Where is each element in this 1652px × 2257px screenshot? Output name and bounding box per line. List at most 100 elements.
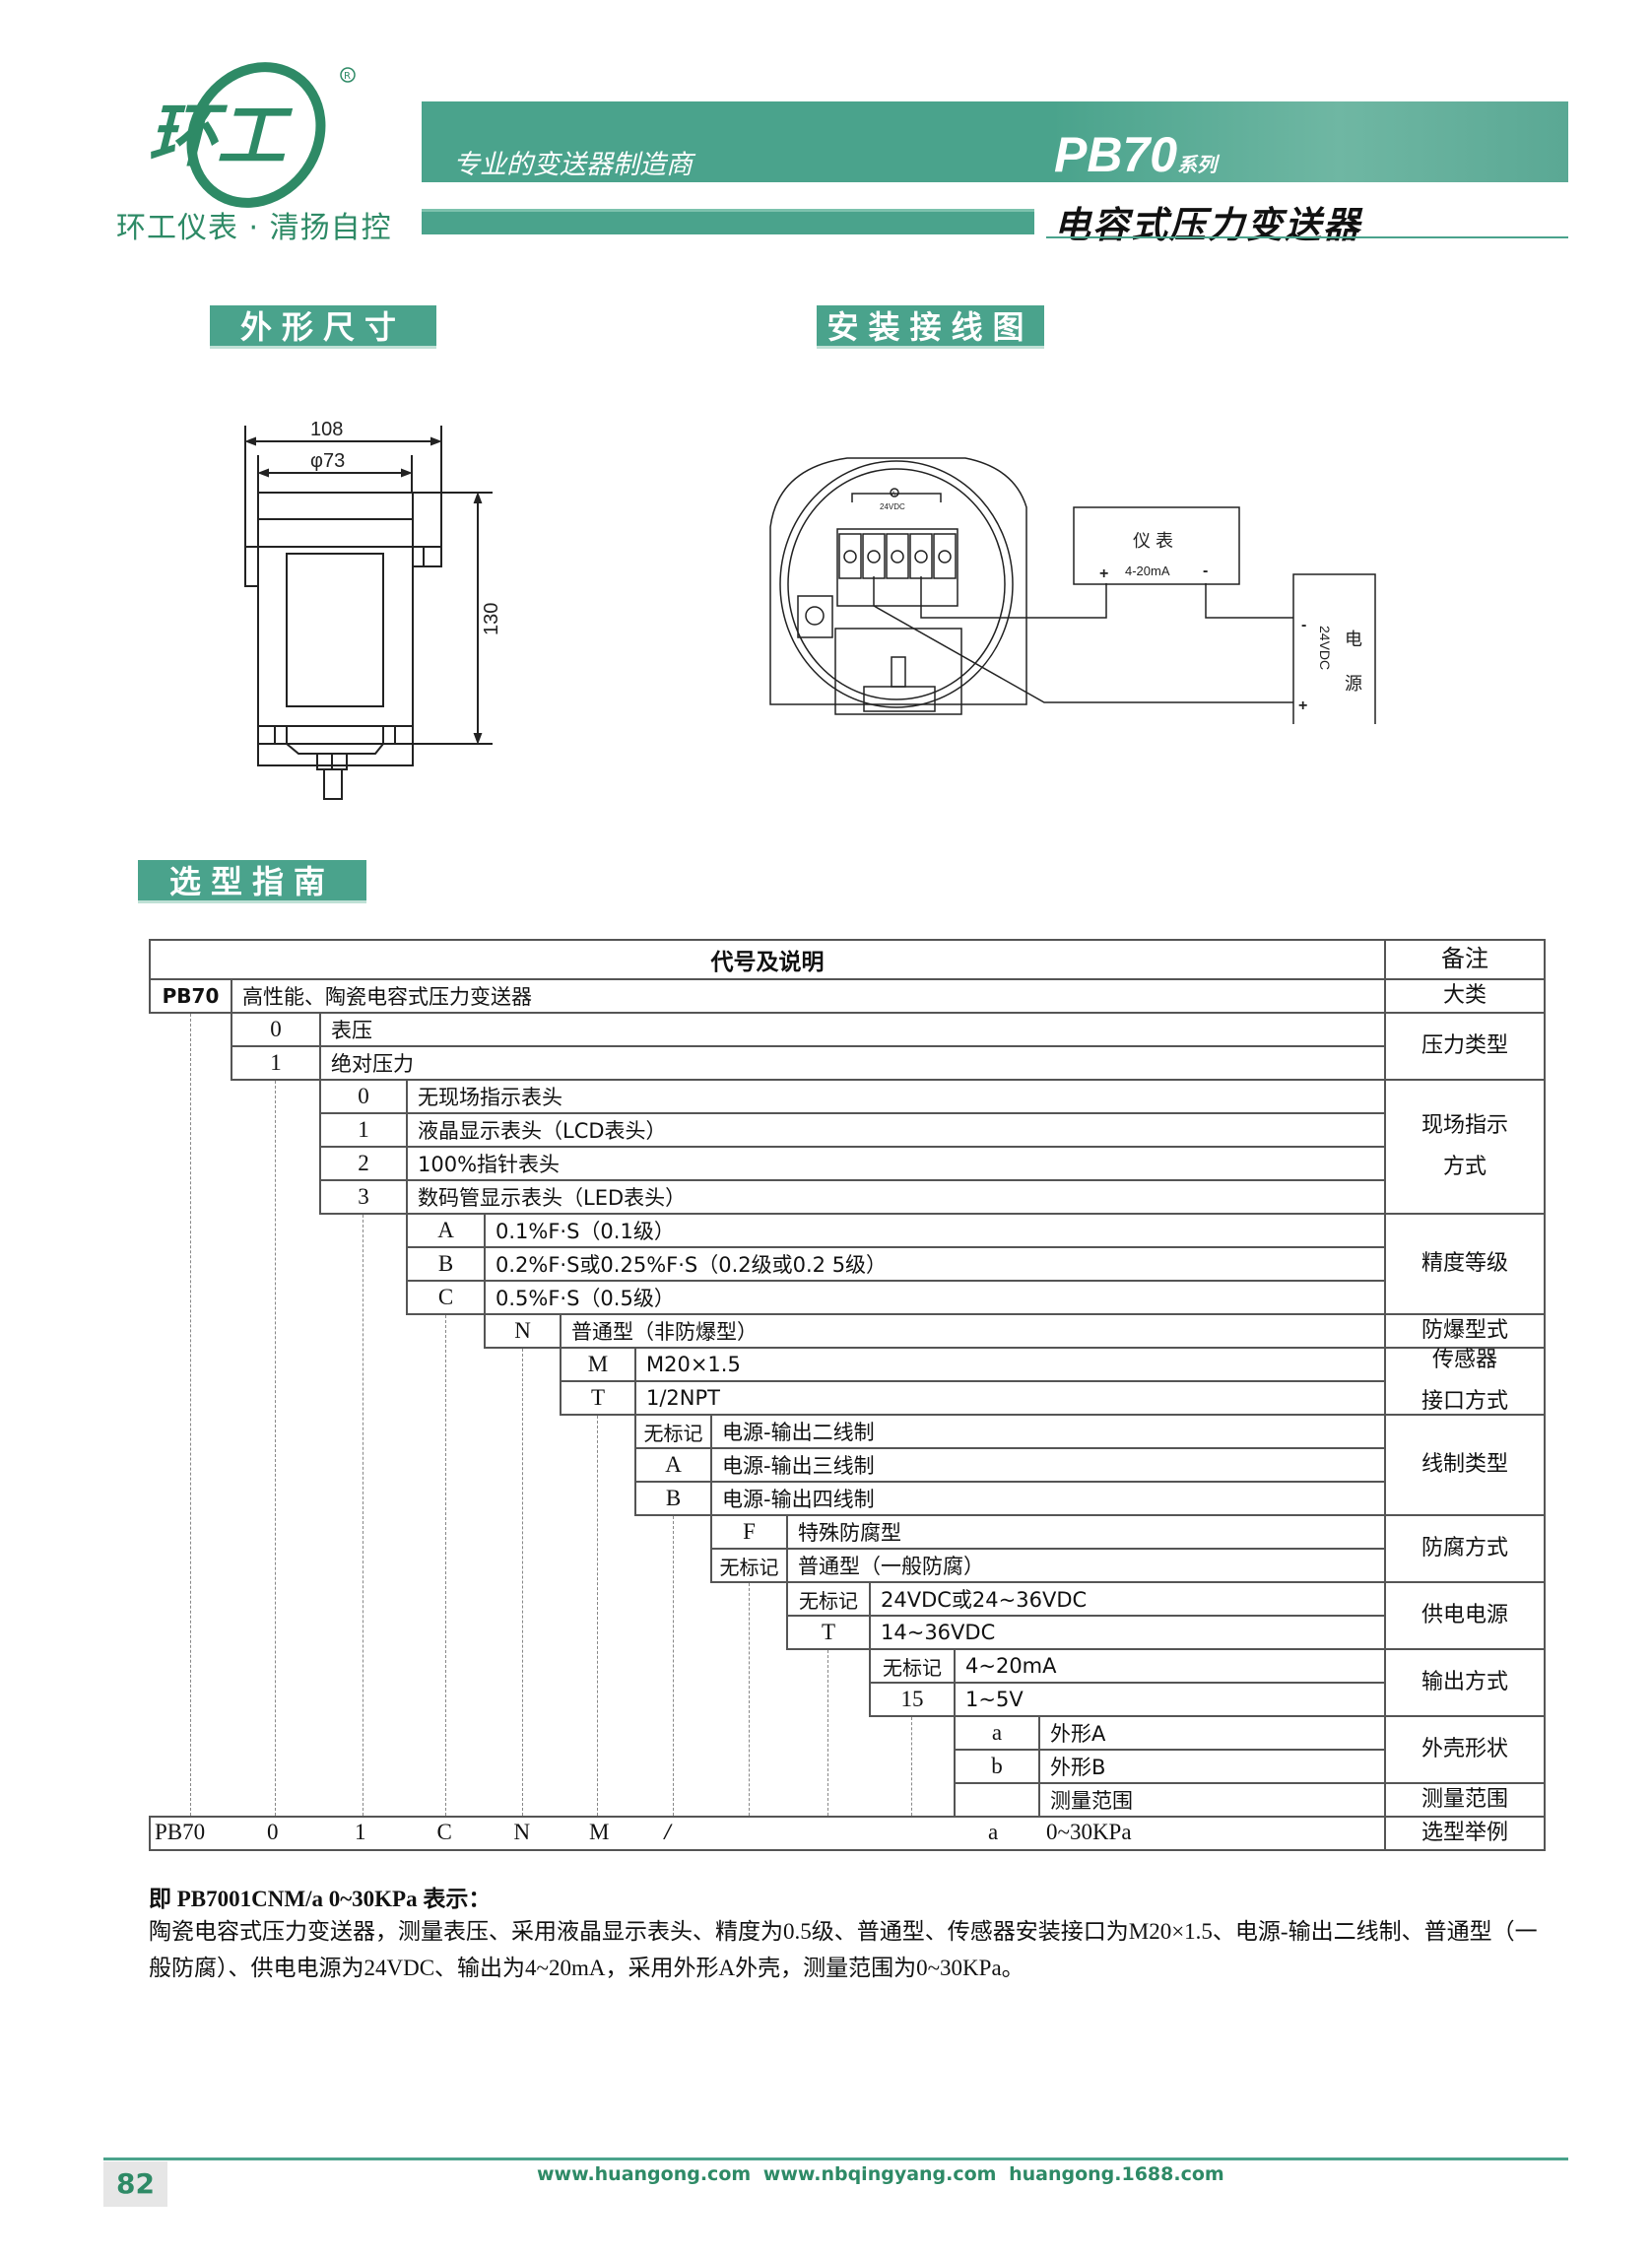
remark-cell: 线制类型 [1384, 1414, 1546, 1516]
guide-line [189, 1014, 191, 1816]
example-value: 1 [355, 1820, 366, 1844]
example-value: PB70 [155, 1820, 206, 1844]
option-code: 无标记 [869, 1648, 956, 1684]
option-description: 14~36VDC [869, 1615, 1386, 1650]
terminal-block [838, 533, 957, 579]
remark-cell: 大类 [1384, 978, 1546, 1014]
guide-line [827, 1650, 828, 1816]
guide-line [521, 1349, 523, 1816]
option-description: 普通型（一般防腐） [786, 1548, 1386, 1583]
guide-line [911, 1717, 912, 1816]
option-code: M [560, 1347, 636, 1382]
header-banner [422, 101, 1568, 182]
option-description: 1~5V [954, 1682, 1386, 1717]
series-suffix: 系列 [1177, 153, 1218, 176]
guide-line [672, 1516, 674, 1816]
example-value: / [664, 1820, 671, 1844]
section-dimensions: 外形尺寸 [210, 305, 436, 349]
power-label-1: 电 [1345, 630, 1362, 649]
option-code: 0 [319, 1079, 408, 1114]
option-code: PB70 [149, 978, 232, 1014]
option-code: C [406, 1280, 486, 1315]
table-header-main: 代号及说明 [149, 939, 1386, 980]
remark-cell: 精度等级 [1384, 1213, 1546, 1315]
example-value: M [589, 1820, 610, 1844]
remark-cell: 选型举例 [1384, 1816, 1546, 1851]
option-description: 4~20mA [954, 1648, 1386, 1684]
series-label: PB70系列 [1054, 126, 1217, 183]
option-code: 无标记 [786, 1581, 871, 1617]
option-description: 绝对压力 [319, 1045, 1386, 1081]
example-value: a [988, 1820, 999, 1844]
option-description: 无现场指示表头 [406, 1079, 1386, 1114]
example-value: C [436, 1820, 452, 1844]
option-code: 1 [231, 1045, 321, 1081]
dimension-drawing: 108 φ73 130 [244, 419, 502, 800]
guide-line [597, 1416, 598, 1816]
ammeter-symbol: A [892, 492, 895, 498]
slogan: 专业的变送器制造商 [453, 150, 693, 180]
power-label-2: 源 [1345, 674, 1362, 694]
meter-minus: - [1203, 563, 1208, 579]
meter-signal-label: 4-20mA [1125, 564, 1170, 578]
remark-cell: 传感器 接口方式 [1384, 1347, 1546, 1416]
option-description: 外形B [1038, 1749, 1386, 1784]
product-title: 电容式压力变送器 [1054, 204, 1361, 246]
terminal-voltage-label: 24VDC [880, 502, 905, 511]
option-description: 0.2%F·S或0.25%F·S（0.2级或0.2 5级） [484, 1246, 1386, 1282]
page-number: 82 [103, 2161, 167, 2207]
dim-width-label: 108 [310, 419, 343, 440]
guide-line [444, 1315, 446, 1816]
option-description: 数码管显示表头（LED表头） [406, 1179, 1386, 1215]
option-description: 外形A [1038, 1715, 1386, 1751]
option-description: 0.5%F·S（0.5级） [484, 1280, 1386, 1315]
footer-urls: www.huangong.com www.nbqingyang.com huan… [537, 2163, 1224, 2185]
section-selection-guide: 选型指南 [138, 860, 366, 903]
option-code: N [484, 1313, 562, 1349]
option-description: M20×1.5 [634, 1347, 1386, 1382]
option-description: 液晶显示表头（LCD表头） [406, 1112, 1386, 1148]
dim-diameter-label: φ73 [310, 450, 345, 472]
option-description: 0.1%F·S（0.1级） [484, 1213, 1386, 1248]
svg-text:R: R [344, 71, 351, 82]
option-code: 0 [231, 1012, 321, 1047]
example-row [149, 1816, 1386, 1851]
guide-line [748, 1583, 750, 1816]
header-band [422, 209, 1034, 234]
option-code [954, 1782, 1040, 1818]
option-code: 15 [869, 1682, 956, 1717]
option-code: F [710, 1514, 788, 1550]
section-wiring: 安装接线图 [817, 305, 1044, 349]
footer-divider [103, 2157, 1568, 2160]
option-code: 无标记 [710, 1548, 788, 1583]
example-value: 0~30KPa [1046, 1820, 1132, 1844]
meter-label: 仪 表 [1133, 531, 1173, 551]
option-description: 100%指针表头 [406, 1146, 1386, 1181]
guide-line [275, 1081, 276, 1816]
option-code: 2 [319, 1146, 408, 1181]
remark-cell: 供电电源 [1384, 1581, 1546, 1650]
dim-height-label: 130 [481, 603, 502, 635]
power-voltage-label: 24VDC [1317, 626, 1333, 670]
remark-cell: 压力类型 [1384, 1012, 1546, 1081]
option-code: T [560, 1380, 636, 1416]
series-model: PB70 [1054, 127, 1178, 182]
company-name: 环工仪表 · 清扬自控 [116, 211, 392, 245]
option-description: 24VDC或24~36VDC [869, 1581, 1386, 1617]
wiring-diagram: A 24VDC 仪 表 4-20mA + - 电 源 24VDC - + [769, 457, 1376, 724]
table-header-note: 备注 [1384, 939, 1546, 980]
option-description: 1/2NPT [634, 1380, 1386, 1416]
remark-cell: 外壳形状 [1384, 1715, 1546, 1784]
power-minus: - [1301, 617, 1306, 633]
option-description: 普通型（非防爆型） [560, 1313, 1386, 1349]
company-logo: 环工 R [148, 62, 356, 208]
option-code: T [786, 1615, 871, 1650]
option-description: 电源-输出四线制 [710, 1481, 1386, 1516]
option-description: 电源-输出二线制 [710, 1414, 1386, 1449]
option-code: A [634, 1447, 712, 1483]
option-code: A [406, 1213, 486, 1248]
remark-cell: 现场指示 方式 [1384, 1079, 1546, 1215]
example-title: 即 PB7001CNM/a 0~30KPa 表示： [149, 1887, 492, 1911]
option-code: b [954, 1749, 1040, 1784]
power-plus: + [1298, 697, 1307, 714]
